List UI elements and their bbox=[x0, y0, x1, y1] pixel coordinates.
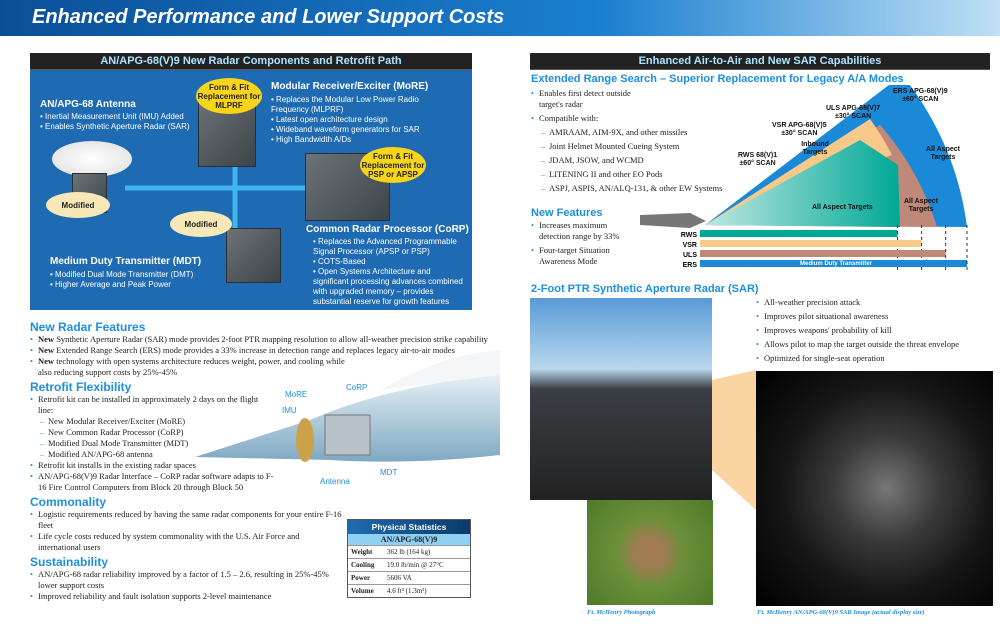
list-item: Logistic requirements reduced by having … bbox=[30, 509, 342, 531]
all-aspect-label: All Aspect Targets bbox=[812, 204, 873, 211]
range-bar-uls bbox=[700, 250, 946, 257]
antenna-image bbox=[52, 141, 132, 177]
left-text-column: New Radar Features New Synthetic Apertur… bbox=[30, 320, 500, 604]
retrofit-heading: Retrofit Flexibility bbox=[30, 380, 132, 394]
callout-antenna: Antenna bbox=[320, 477, 350, 486]
list-item: Enables first detect outside target's ra… bbox=[531, 88, 641, 110]
list-item: Four-target Situation Awareness Mode bbox=[531, 245, 631, 267]
mdt-image bbox=[226, 228, 281, 283]
list-item: Modified AN/APG-68 antenna bbox=[30, 449, 275, 460]
list-item: Allows pilot to map the target outside t… bbox=[756, 339, 996, 350]
list-item: New Common Radar Processor (CoRP) bbox=[30, 427, 275, 438]
list-item: Optimized for single-seat operation bbox=[756, 353, 996, 364]
mdt-list: • Modified Dual Mode Transmitter (DMT) •… bbox=[50, 270, 194, 289]
list-item: All-weather precision attack bbox=[756, 297, 996, 308]
rws-sector bbox=[705, 140, 900, 227]
corp-list: • Replaces the Advanced Programmable Sig… bbox=[313, 237, 463, 306]
list-item: Modified Dual Mode Transmitter (MDT) bbox=[30, 438, 275, 449]
commonality-heading: Commonality bbox=[30, 495, 107, 509]
list-item: Joint Helmet Mounted Cueing System bbox=[531, 141, 731, 152]
ers-bar-text: Medium Duty Transmitter bbox=[800, 261, 873, 267]
list-item: JDAM, JSOW, and WCMD bbox=[531, 155, 731, 166]
list-item: New Modular Receiver/Exciter (MoRE) bbox=[30, 416, 275, 427]
corp-title: Common Radar Processor (CoRP) bbox=[306, 224, 469, 235]
stats-title: Physical Statistics bbox=[348, 520, 470, 534]
range-bars: RWS VSR ULS ERS Medium Duty Transmitter bbox=[681, 225, 968, 270]
radar-range-diagram: RWS VSR ULS ERS Medium Duty Transmitter bbox=[640, 85, 968, 270]
feature-item: New Extended Range Search (ERS) mode pro… bbox=[30, 345, 500, 356]
ers-label: ERS APG-68(V)9±60° SCAN bbox=[893, 88, 948, 103]
sustainability-heading: Sustainability bbox=[30, 555, 109, 569]
callout-corp: CoRP bbox=[346, 383, 368, 392]
list-item: Improves weapons' probability of kill bbox=[756, 325, 996, 336]
more-list: • Replaces the Modular Low Power Radio F… bbox=[271, 95, 420, 144]
list-item: AN/APG-68 radar reliability improved by … bbox=[30, 569, 335, 591]
right-title: Enhanced Air-to-Air and New SAR Capabili… bbox=[530, 53, 990, 70]
f16-icon bbox=[640, 213, 706, 228]
commonality-section: Commonality Logistic requirements reduce… bbox=[30, 495, 342, 553]
list-item: Increases maximum detection range by 33% bbox=[531, 220, 631, 242]
range-bar-vsr bbox=[700, 240, 922, 247]
fort-mchenry-photo bbox=[587, 500, 713, 605]
list-item: LITENING II and other EO Pods bbox=[531, 169, 731, 180]
antenna-list: • Inertial Measurement Unit (IMU) Added … bbox=[40, 112, 190, 131]
new-features-heading: New Features bbox=[531, 207, 603, 219]
list-item: Life cycle costs reduced by system commo… bbox=[30, 531, 342, 553]
callout-mdt: MDT bbox=[380, 468, 398, 477]
antenna-badge: Modified bbox=[46, 192, 110, 218]
sar-image bbox=[756, 371, 993, 606]
list-item: AMRAAM, AIM-9X, and other missiles bbox=[531, 127, 731, 138]
callout-imu: IMU bbox=[282, 406, 297, 415]
list-item: Retrofit kit can be installed in approxi… bbox=[30, 394, 275, 416]
sar-caption: Ft. McHenry AN/APG-68(V)9 SAR Image (act… bbox=[757, 609, 925, 616]
antenna-title: AN/APG-68 Antenna bbox=[40, 99, 136, 110]
retrofit-section: Retrofit Flexibility Retrofit kit can be… bbox=[30, 380, 275, 493]
range-bar-label: RWS bbox=[681, 232, 698, 239]
ers-heading: Extended Range Search – Superior Replace… bbox=[531, 73, 904, 85]
feature-item: New Synthetic Aperture Radar (SAR) mode … bbox=[30, 334, 500, 345]
all-aspect-label: All Aspect Targets bbox=[904, 198, 938, 213]
list-item: ASPJ, ASPIS, AN/ALQ-131, & other EW Syst… bbox=[531, 183, 731, 194]
list-item: Improves pilot situational awareness bbox=[756, 311, 996, 322]
cockpit-photo bbox=[530, 298, 712, 500]
corp-badge: Form & Fit Replacement for PSP or APSP bbox=[360, 147, 426, 183]
components-panel: AN/APG-68(V)9 New Radar Components and R… bbox=[30, 53, 472, 310]
range-bar-label: ULS bbox=[683, 252, 697, 259]
list-item: Retrofit kit installs in the existing ra… bbox=[30, 460, 275, 471]
list-item: AN/APG-68(V)9 Radar Interface – CoRP rad… bbox=[30, 471, 275, 493]
mdt-badge: Modified bbox=[170, 211, 232, 237]
mdt-title: Medium Duty Transmitter (MDT) bbox=[50, 256, 202, 267]
new-radar-features: New Radar Features New Synthetic Apertur… bbox=[30, 320, 500, 378]
vsr-label: VSR APG-68(V)5±30° SCAN bbox=[772, 122, 827, 137]
sustainability-section: Sustainability AN/APG-68 radar reliabili… bbox=[30, 555, 335, 602]
list-item: Improved reliability and fault isolation… bbox=[30, 591, 335, 602]
sar-heading: 2-Foot PTR Synthetic Aperture Radar (SAR… bbox=[531, 283, 759, 295]
more-title: Modular Receiver/Exciter (MoRE) bbox=[271, 81, 429, 92]
more-badge: Form & Fit Replacement for MLPRF bbox=[196, 78, 262, 114]
all-aspect-label: All Aspect Targets bbox=[926, 146, 960, 161]
stats-subtitle: AN/APG-68(V)9 bbox=[348, 534, 470, 545]
page-title: Enhanced Performance and Lower Support C… bbox=[32, 6, 505, 28]
list-item: Compatible with: bbox=[531, 113, 731, 124]
callout-more: MoRE bbox=[285, 390, 308, 399]
inbound-label: Inbound Targets bbox=[801, 141, 829, 156]
panel-title: AN/APG-68(V)9 New Radar Components and R… bbox=[30, 53, 472, 70]
uls-label: ULS APG-68(V)7±30° SCAN bbox=[826, 105, 881, 120]
rws-label: RWS 68(V)1±60° SCAN bbox=[738, 152, 778, 167]
header-banner: Enhanced Performance and Lower Support C… bbox=[0, 0, 1000, 36]
feature-item: New technology with open systems archite… bbox=[30, 356, 360, 378]
vsr-sector bbox=[705, 119, 892, 225]
range-bar-label: ERS bbox=[683, 262, 698, 269]
range-bar-ers bbox=[700, 260, 967, 267]
zoom-connector bbox=[712, 370, 756, 510]
features-heading: New Radar Features bbox=[30, 320, 146, 334]
physical-stats-table: Physical Statistics AN/APG-68(V)9 Weight… bbox=[347, 519, 471, 598]
range-bar-rws bbox=[700, 230, 898, 237]
range-bar-label: VSR bbox=[683, 242, 697, 249]
photo-caption: Ft. McHenry Photograph bbox=[587, 609, 656, 616]
